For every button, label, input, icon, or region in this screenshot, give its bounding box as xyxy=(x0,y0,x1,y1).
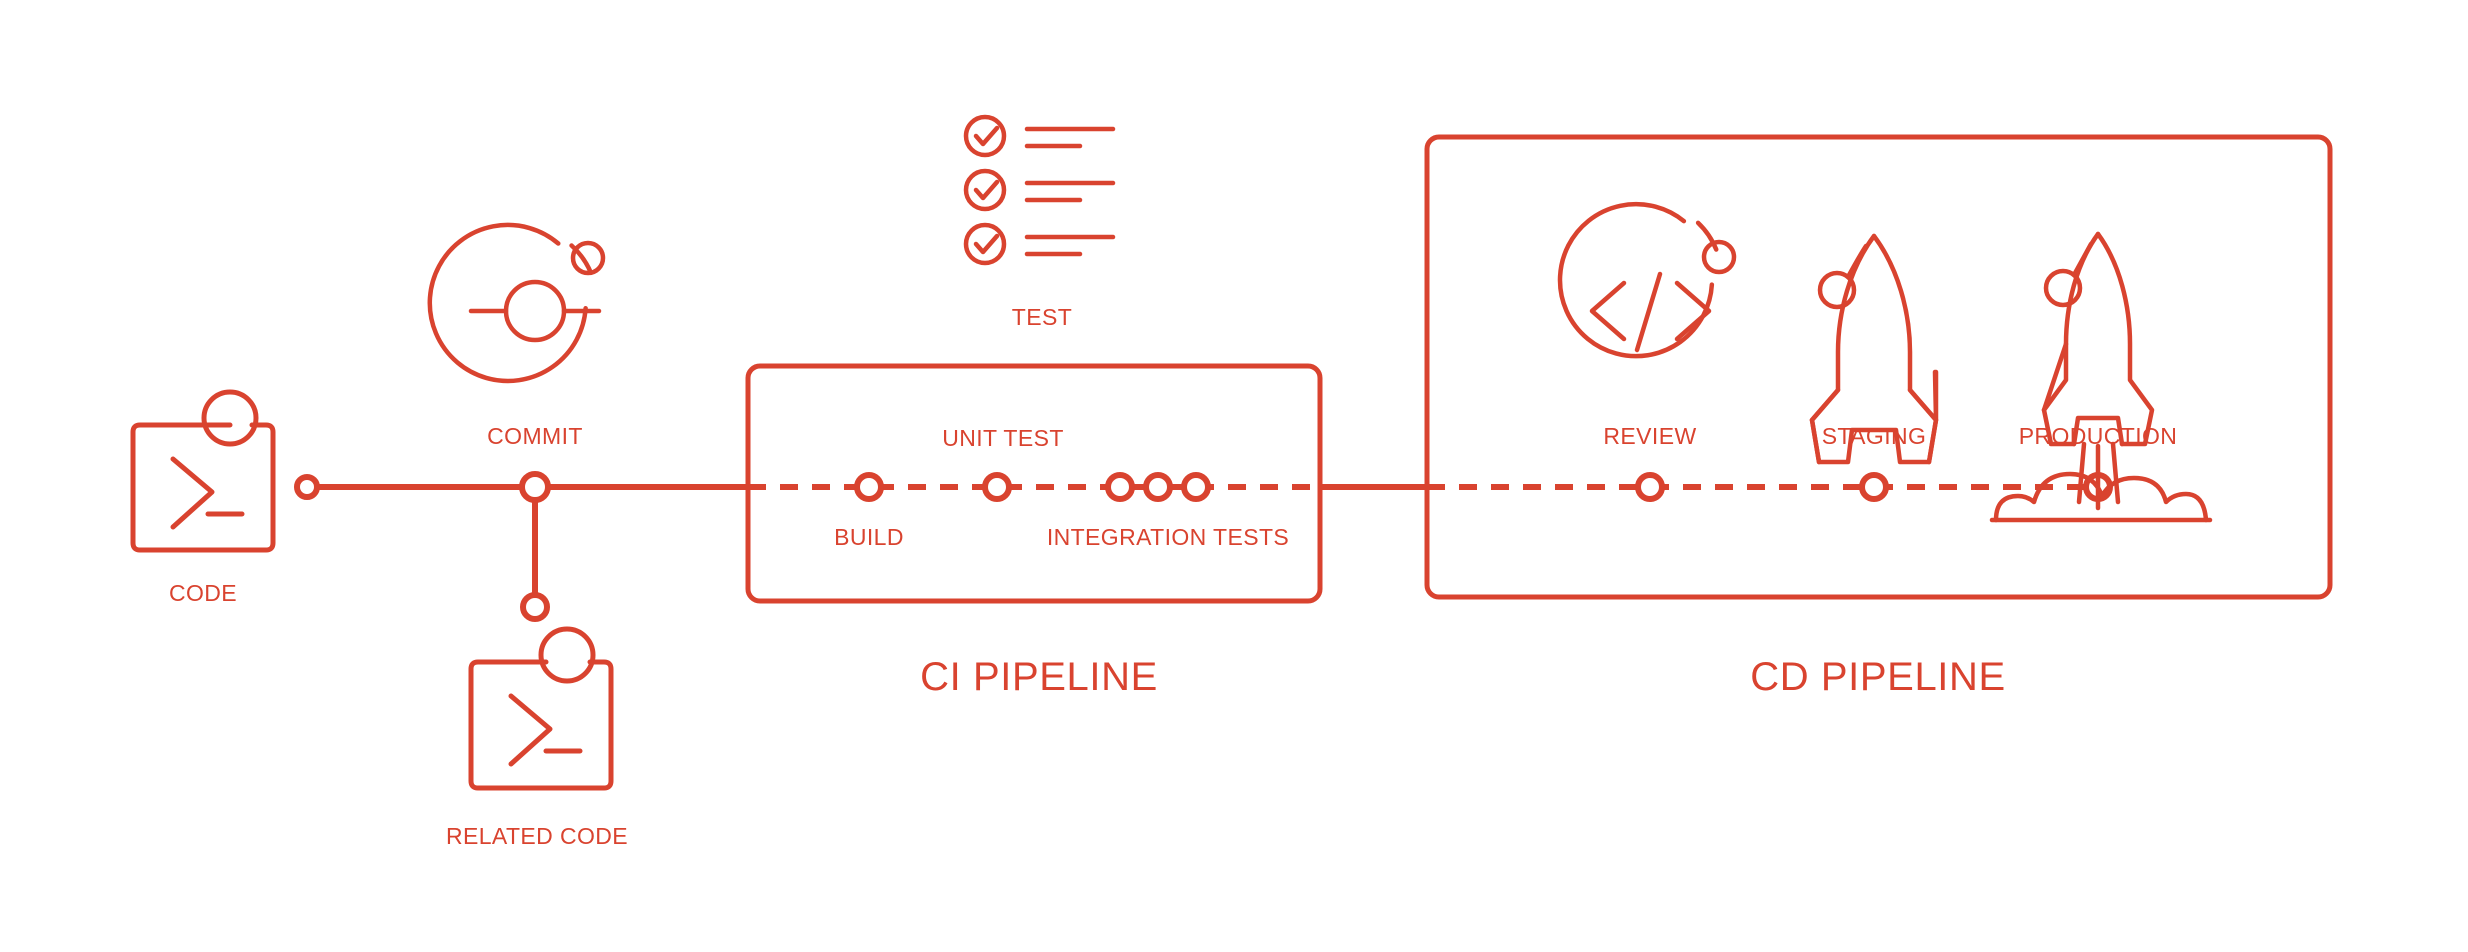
title-cd-pipeline: CD PIPELINE xyxy=(1750,655,2006,699)
node-dot-integration-test-1[interactable] xyxy=(1105,472,1135,502)
node-dot-code[interactable] xyxy=(294,474,320,500)
ci-pipeline-box xyxy=(745,363,1323,604)
label-staging: STAGING xyxy=(1822,423,1927,449)
label-review: REVIEW xyxy=(1603,423,1696,449)
label-related-code: RELATED CODE xyxy=(446,823,628,849)
label-code: CODE xyxy=(169,580,237,606)
rocket-icon[interactable] xyxy=(1809,233,1939,465)
label-test: TEST xyxy=(1012,304,1072,330)
related-code-icon[interactable] xyxy=(468,626,614,791)
checklist-icon[interactable] xyxy=(963,114,1116,266)
node-dot-unit-test[interactable] xyxy=(982,472,1012,502)
node-dot-commit[interactable] xyxy=(519,471,551,503)
label-unit-test: UNIT TEST xyxy=(942,425,1064,451)
code-brackets-circle-icon[interactable] xyxy=(1540,186,1737,376)
label-integration-tests: INTEGRATION TESTS xyxy=(1047,524,1289,550)
rocket-launch-icon[interactable] xyxy=(1989,231,2213,523)
node-dot-review[interactable] xyxy=(1635,472,1665,502)
node-dot-build[interactable] xyxy=(854,472,884,502)
node-dot-integration-test-3[interactable] xyxy=(1181,472,1211,502)
node-dot-staging[interactable] xyxy=(1859,472,1889,502)
label-build: BUILD xyxy=(834,524,904,550)
title-ci-pipeline: CI PIPELINE xyxy=(920,655,1158,699)
node-dot-related-code[interactable] xyxy=(520,592,550,622)
label-commit: COMMIT xyxy=(487,423,583,449)
label-production: PRODUCTION xyxy=(2019,423,2178,449)
node-dot-integration-test-2[interactable] xyxy=(1143,472,1173,502)
terminal-code-icon[interactable] xyxy=(130,389,276,553)
cd-pipeline-box xyxy=(1424,134,2333,600)
commit-node-icon[interactable] xyxy=(410,206,606,401)
